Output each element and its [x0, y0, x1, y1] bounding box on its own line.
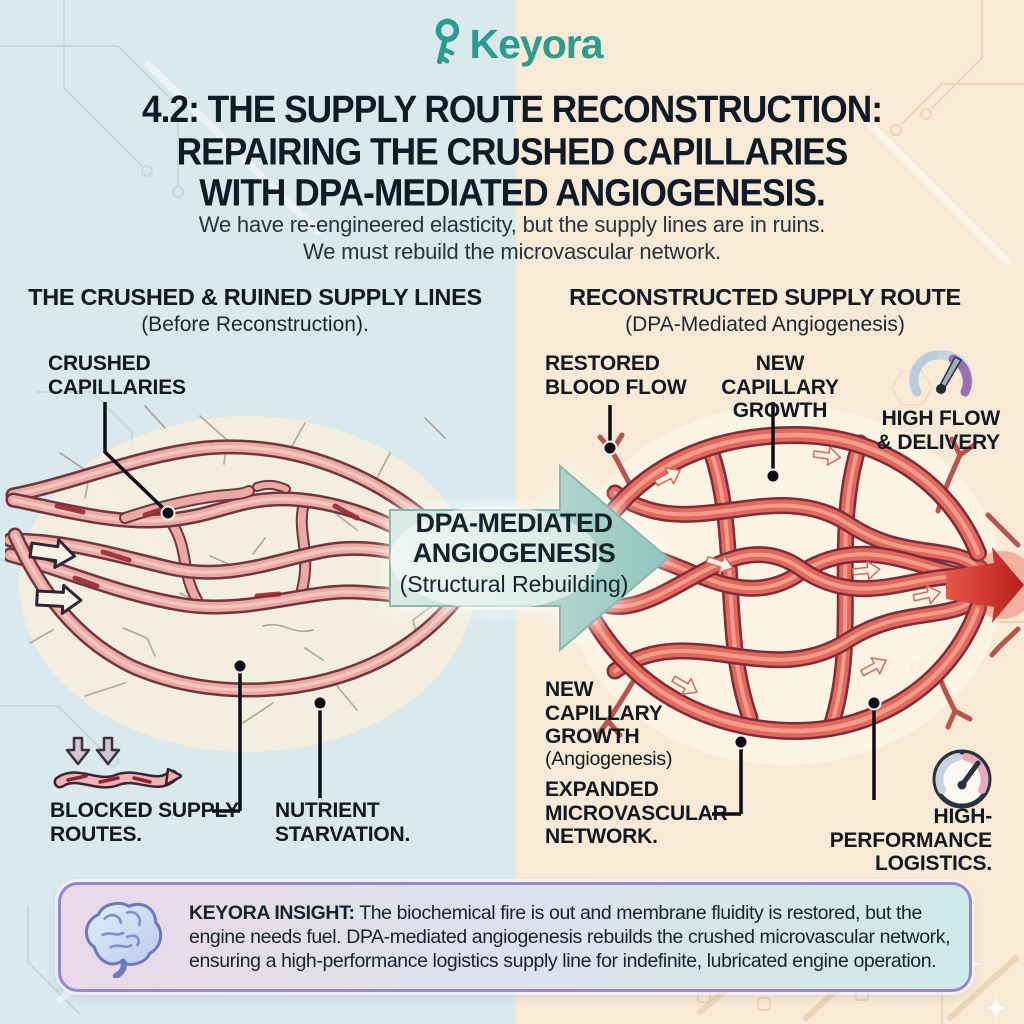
insight-prefix: KEYORA INSIGHT: — [189, 901, 355, 924]
arrow-label-line: DPA-MEDIATED — [415, 508, 614, 538]
label-line: NUTRIENT — [275, 799, 380, 822]
label-line: RESTORED — [545, 352, 660, 375]
down-arrows-icon — [65, 736, 121, 766]
title-line: REPAIRING THE CRUSHED CAPILLARIES — [176, 128, 849, 173]
label-crushed-capillaries: CRUSHED CAPILLARIES — [48, 352, 186, 399]
brand-name: Keyora — [469, 20, 603, 67]
label-line: EXPANDED — [545, 778, 659, 801]
subtitle-line: We have re-engineered elasticity, but th… — [198, 212, 826, 237]
label-line: NETWORK. — [545, 825, 658, 849]
brain-icon — [84, 901, 163, 978]
label-line: GROWTH — [545, 725, 640, 749]
label-line: CRUSHED — [48, 352, 151, 375]
label-line: ROUTES. — [50, 822, 142, 846]
label-line: (Angiogenesis) — [545, 747, 673, 770]
label-new-capillary-growth-bottom: NEW CAPILLARY GROWTH (Angiogenesis) — [545, 678, 672, 770]
label-line: BLOOD FLOW — [545, 375, 687, 399]
left-panel-subtitle: (Before Reconstruction). — [141, 313, 369, 336]
title-line: WITH DPA-MEDIATED ANGIOGENESIS. — [199, 170, 826, 215]
label-line: STARVATION. — [275, 822, 411, 846]
left-panel-title: THE CRUSHED & RUINED SUPPLY LINES — [28, 284, 482, 310]
label-line: CAPILLARY — [545, 701, 663, 725]
reconstructed-network-illustration — [567, 405, 1024, 765]
page-title: 4.2: THE SUPPLY ROUTE RECONSTRUCTION: RE… — [10, 88, 1014, 214]
brain-icon-wrap — [61, 896, 179, 978]
arrow-label-line: ANGIOGENESIS — [412, 537, 616, 568]
label-line: NEW CAPILLARY — [721, 352, 839, 399]
label-line: & DELIVERY — [876, 430, 1000, 454]
transformation-arrow — [389, 463, 670, 653]
speedometer-icon — [932, 749, 992, 809]
transformation-arrow-label: DPA-MEDIATED ANGIOGENESIS (Structural Re… — [390, 508, 638, 598]
label-line: NEW — [545, 678, 594, 701]
blocked-vessel-icon — [53, 736, 182, 789]
left-panel-heading: THE CRUSHED & RUINED SUPPLY LINES (Befor… — [14, 284, 496, 337]
label-line: LOGISTICS. — [874, 852, 992, 876]
label-line: GROWTH — [732, 399, 828, 423]
page-subtitle: We have re-engineered elasticity, but th… — [0, 212, 1024, 266]
label-high-flow-delivery: HIGH FLOW & DELIVERY — [858, 407, 1000, 454]
crushed-network-illustration — [5, 405, 475, 752]
label-line: MICROVASCULAR — [545, 801, 728, 825]
subtitle-line: We must rebuild the microvascular networ… — [303, 238, 721, 264]
label-line: HIGH-PERFORMANCE — [829, 805, 993, 852]
label-expanded-microvascular-network: EXPANDED MICROVASCULAR NETWORK. — [545, 778, 728, 849]
right-panel-heading: RECONSTRUCTED SUPPLY ROUTE (DPA-Mediated… — [528, 284, 1002, 337]
label-blocked-supply-routes: BLOCKED SUPPLY ROUTES. — [50, 799, 239, 846]
label-line: CAPILLARIES — [48, 375, 186, 399]
label-line: BLOCKED SUPPLY — [50, 799, 239, 822]
inflow-arrows-icon — [28, 538, 83, 615]
outflow-arrow — [946, 547, 1024, 623]
insight-box: KEYORA INSIGHT: The biochemical fire is … — [58, 882, 972, 992]
label-line: HIGH FLOW — [881, 407, 1001, 430]
label-restored-blood-flow: RESTORED BLOOD FLOW — [545, 352, 687, 399]
insight-body: The biochemical fire is out and membrane… — [189, 901, 951, 973]
label-high-performance-logistics: HIGH-PERFORMANCE LOGISTICS. — [790, 805, 993, 876]
insight-text: KEYORA INSIGHT: The biochemical fire is … — [189, 901, 955, 974]
gauge-icon — [909, 350, 973, 397]
right-panel-subtitle: (DPA-Mediated Angiogenesis) — [625, 313, 905, 336]
label-nutrient-starvation: NUTRIENT STARVATION. — [275, 799, 410, 846]
title-line: 4.2: THE SUPPLY ROUTE RECONSTRUCTION: — [141, 86, 883, 131]
right-panel-title: RECONSTRUCTED SUPPLY ROUTE — [569, 284, 961, 310]
brand-logo: Keyora — [0, 16, 1024, 72]
key-icon — [436, 18, 460, 65]
arrow-label-line: (Structural Rebuilding) — [399, 571, 629, 598]
label-new-capillary-growth-top: NEW CAPILLARY GROWTH — [695, 352, 865, 423]
